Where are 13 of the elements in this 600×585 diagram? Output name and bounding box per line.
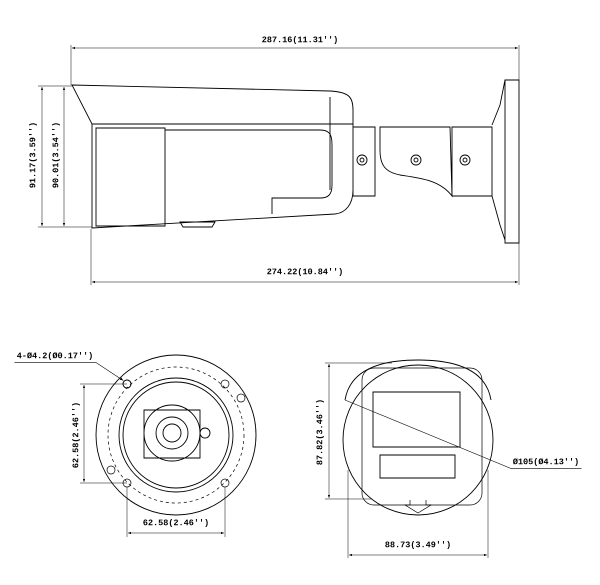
dimension-text: 62.58(2.46'') [143,519,208,527]
callout-text: 4-Ø4.2(Ø0.17'') [17,352,92,360]
dimension-text: 90.01(3.54'') [52,123,60,188]
leader-line [14,362,124,380]
dimension-text: 62.58(2.46'') [72,403,80,468]
dimension-text: 88.73(3.49'') [385,541,450,549]
callout-text: Ø105(Ø4.13'') [513,458,578,466]
mounting-hole [122,380,132,388]
dimension-text: 274.22(10.84'') [267,268,342,276]
dimension-text: 91.17(3.59'') [29,123,37,188]
dimension-text: 287.16(11.31'') [262,36,337,44]
leader-line [344,400,582,469]
dimension-text: 87.82(3.46'') [316,400,324,465]
